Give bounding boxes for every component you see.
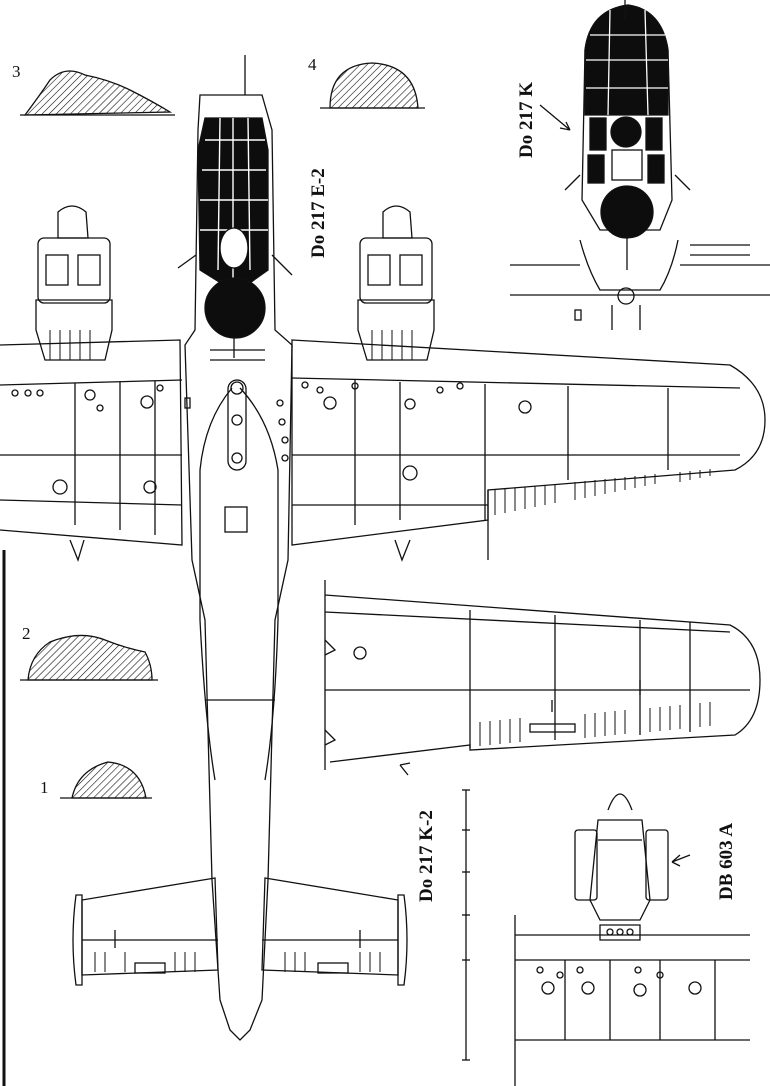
k-nose-inset	[510, 0, 770, 330]
profile-label-1: 1	[40, 778, 49, 797]
scale-bar	[462, 789, 470, 1061]
label-do217k2: Do 217 K-2	[416, 810, 437, 902]
left-wing	[0, 339, 183, 562]
nose-glazing-e2	[177, 117, 293, 358]
label-db603a: DB 603 A	[716, 822, 737, 900]
profile-4	[320, 62, 425, 109]
profile-label-3: 3	[12, 62, 21, 81]
k2-wing-outline	[324, 580, 761, 776]
profile-label-2: 2	[22, 624, 31, 643]
right-nacelle	[357, 205, 435, 361]
label-do217k: Do 217 K	[516, 82, 537, 158]
profile-1	[60, 761, 152, 799]
right-wing	[291, 339, 766, 562]
fuselage	[184, 55, 293, 1041]
profile-2	[20, 634, 158, 681]
left-nacelle	[35, 205, 113, 361]
profile-3	[20, 70, 175, 116]
profile-label-4: 4	[308, 55, 317, 74]
label-do217e2: Do 217 E-2	[308, 168, 329, 258]
tailplane	[72, 877, 408, 986]
db603a-inset	[514, 793, 750, 1086]
